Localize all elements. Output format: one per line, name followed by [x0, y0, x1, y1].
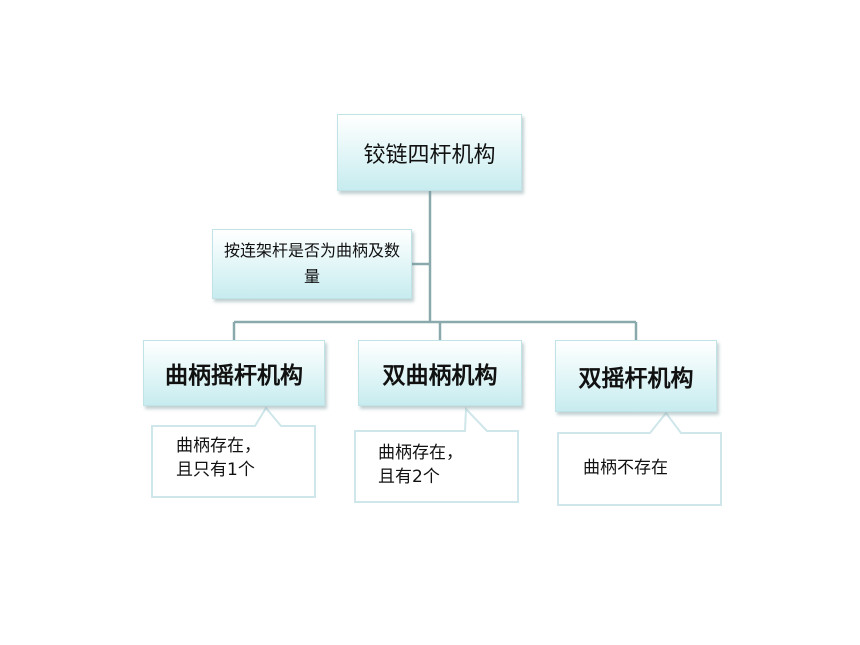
callout-note-double-crank: 曲柄存在， 且有2个 — [378, 443, 463, 487]
callout-bubble-3 — [557, 411, 722, 506]
child-node-crank-rocker: 曲柄摇杆机构 — [143, 340, 325, 406]
child-node-double-crank: 双曲柄机构 — [358, 340, 522, 406]
connector-lines — [232, 191, 638, 340]
root-node: 铰链四杆机构 — [337, 114, 522, 191]
classification-criterion-node: 按连架杆是否为曲柄及数量 — [212, 229, 412, 299]
callout-note-double-rocker: 曲柄不存在 — [583, 458, 668, 478]
child-node-label: 双摇杆机构 — [578, 366, 694, 392]
callout-bubble-1 — [151, 406, 316, 498]
child-node-label: 曲柄摇杆机构 — [165, 363, 303, 389]
callout-bubble-2 — [354, 406, 519, 503]
classification-criterion-label: 按连架杆是否为曲柄及数量 — [223, 241, 400, 286]
callout-note-crank-rocker: 曲柄存在， 且只有1个 — [176, 436, 261, 480]
child-node-double-rocker: 双摇杆机构 — [555, 340, 717, 412]
child-node-label: 双曲柄机构 — [382, 363, 498, 389]
root-node-label: 铰链四杆机构 — [363, 142, 496, 168]
